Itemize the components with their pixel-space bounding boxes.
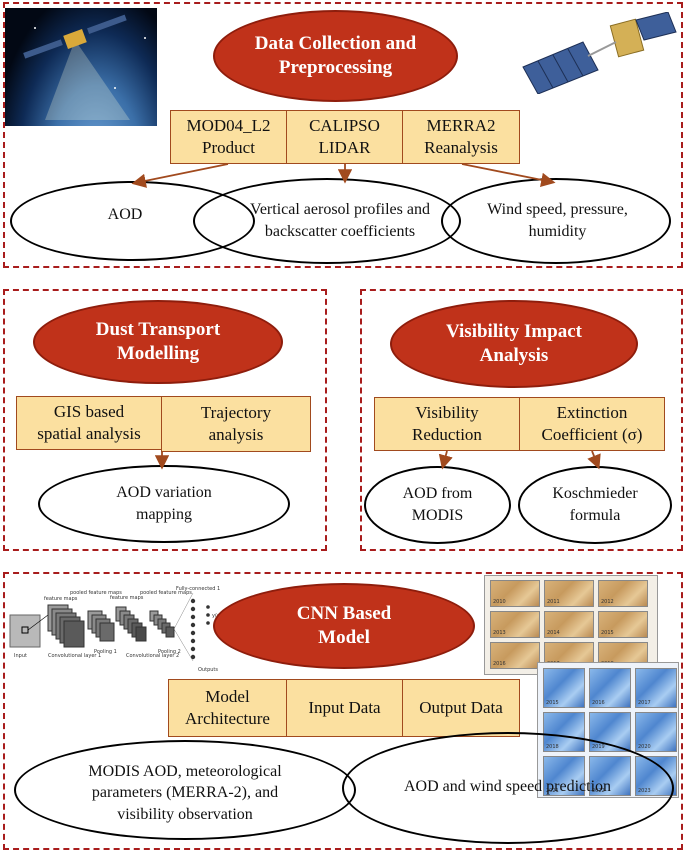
- mod04-label: MOD04_L2 Product: [186, 115, 271, 157]
- gis-label: GIS based spatial analysis: [37, 401, 141, 443]
- calipso-label: CALIPSO LIDAR: [309, 115, 380, 157]
- svg-text:Convolutional layer 1: Convolutional layer 1: [48, 653, 101, 659]
- aod-variation-label: AOD variation mapping: [116, 484, 212, 523]
- aod-label: AOD: [107, 206, 143, 224]
- prediction-oval: [342, 732, 674, 844]
- data-collection-panel: [3, 2, 683, 268]
- map-thumbnail-year: 2015: [601, 630, 614, 636]
- visibility-title-text: Visibility Impact Analysis: [446, 321, 582, 366]
- input-data-box: Input Data: [286, 679, 403, 737]
- satellite-image-right: [518, 11, 678, 95]
- input-map-grid: 201020112012201320142015201620172018: [484, 575, 658, 675]
- model-architecture-box: Model Architecture: [168, 679, 287, 737]
- map-thumbnail: 2012: [598, 580, 648, 607]
- calipso-box: CALIPSO LIDAR: [286, 110, 403, 164]
- cnn-panel: [3, 572, 683, 850]
- svg-text:Convolutional layer 2: Convolutional layer 2: [126, 653, 179, 659]
- model-architecture-label: Model Architecture: [185, 686, 270, 728]
- modis-inputs-label: MODIS AOD, meteorological parameters (ME…: [88, 762, 282, 823]
- vertical-profile-label: Vertical aerosol profiles and backscatte…: [250, 201, 430, 240]
- visibility-title: Visibility Impact Analysis: [390, 300, 638, 388]
- svg-text:feature maps: feature maps: [44, 596, 78, 602]
- aod-variation-oval: AOD variation mapping: [38, 465, 290, 543]
- merra2-box: MERRA2 Reanalysis: [402, 110, 520, 164]
- map-thumbnail-year: 2013: [493, 630, 506, 636]
- visibility-reduction-box: Visibility Reduction: [374, 397, 520, 451]
- koschmieder-oval: Koschmieder formula: [518, 466, 672, 544]
- aod-modis-label: AOD from MODIS: [402, 485, 473, 524]
- extinction-label: Extinction Coefficient (σ): [541, 402, 643, 444]
- svg-text:feature maps: feature maps: [110, 595, 144, 601]
- aod-modis-oval: AOD from MODIS: [364, 466, 511, 544]
- map-thumbnail: 2013: [490, 611, 540, 638]
- map-thumbnail-year: 2017: [638, 700, 651, 706]
- satellite-icon: [23, 14, 146, 120]
- earth-satellite-image: [5, 8, 157, 126]
- svg-text:Pooling 2: Pooling 2: [158, 649, 181, 655]
- map-thumbnail: 2010: [490, 580, 540, 607]
- map-thumbnail-year: 2012: [601, 599, 614, 605]
- map-thumbnail-year: 2010: [493, 599, 506, 605]
- wind-speed-label: Wind speed, pressure, humidity: [487, 201, 628, 240]
- prediction-label: AOD and wind speed prediction: [403, 778, 612, 796]
- svg-text:Input: Input: [14, 653, 27, 659]
- mod04-box: MOD04_L2 Product: [170, 110, 287, 164]
- svg-text:Fully-connected 1: Fully-connected 1: [176, 586, 220, 592]
- data-collection-title: Data Collection and Preprocessing: [213, 10, 458, 102]
- map-thumbnail: 2011: [544, 580, 594, 607]
- map-thumbnail-year: 2016: [592, 700, 605, 706]
- map-thumbnail: 2017: [635, 668, 677, 708]
- map-thumbnail: 2014: [544, 611, 594, 638]
- trajectory-box: Trajectory analysis: [161, 396, 311, 452]
- map-thumbnail-year: 2020: [638, 744, 651, 750]
- satellite-panel-icon: [522, 11, 677, 95]
- visibility-panel: [360, 289, 683, 551]
- map-thumbnail: 2016: [589, 668, 631, 708]
- gis-box: GIS based spatial analysis: [16, 396, 162, 450]
- svg-text:pooled feature maps: pooled feature maps: [70, 590, 122, 596]
- input-data-label: Input Data: [308, 697, 381, 717]
- map-thumbnail: 2015: [543, 668, 585, 708]
- map-thumbnail-year: 2016: [493, 661, 506, 667]
- svg-text:Outputs: Outputs: [198, 667, 218, 673]
- map-thumbnail: 2020: [635, 712, 677, 752]
- merra2-label: MERRA2 Reanalysis: [424, 115, 498, 157]
- output-data-box: Output Data: [402, 679, 520, 737]
- extinction-box: Extinction Coefficient (σ): [519, 397, 665, 451]
- wind-speed-oval: [441, 178, 671, 264]
- dust-transport-panel: [3, 289, 327, 551]
- svg-text:pooled feature maps: pooled feature maps: [140, 590, 192, 596]
- map-thumbnail-year: 2011: [547, 599, 560, 605]
- dust-transport-title: Dust Transport Modelling: [33, 300, 283, 384]
- map-thumbnail-year: 2014: [547, 630, 560, 636]
- cnn-title-text: CNN Based Model: [296, 603, 392, 648]
- map-thumbnail-year: 2015: [546, 700, 559, 706]
- koschmieder-label: Koschmieder formula: [552, 485, 638, 524]
- map-thumbnail: 2015: [598, 611, 648, 638]
- data-collection-title-text: Data Collection and Preprocessing: [254, 33, 417, 78]
- cnn-title: CNN Based Model: [213, 583, 475, 669]
- svg-text:Pooling 1: Pooling 1: [94, 649, 117, 655]
- visibility-reduction-label: Visibility Reduction: [412, 402, 482, 444]
- cnn-architecture-diagram: Input feature maps pooled feature maps f…: [8, 585, 228, 675]
- dust-transport-title-text: Dust Transport Modelling: [95, 319, 221, 364]
- map-thumbnail: 2016: [490, 642, 540, 669]
- trajectory-label: Trajectory analysis: [200, 402, 272, 444]
- output-data-label: Output Data: [419, 697, 503, 717]
